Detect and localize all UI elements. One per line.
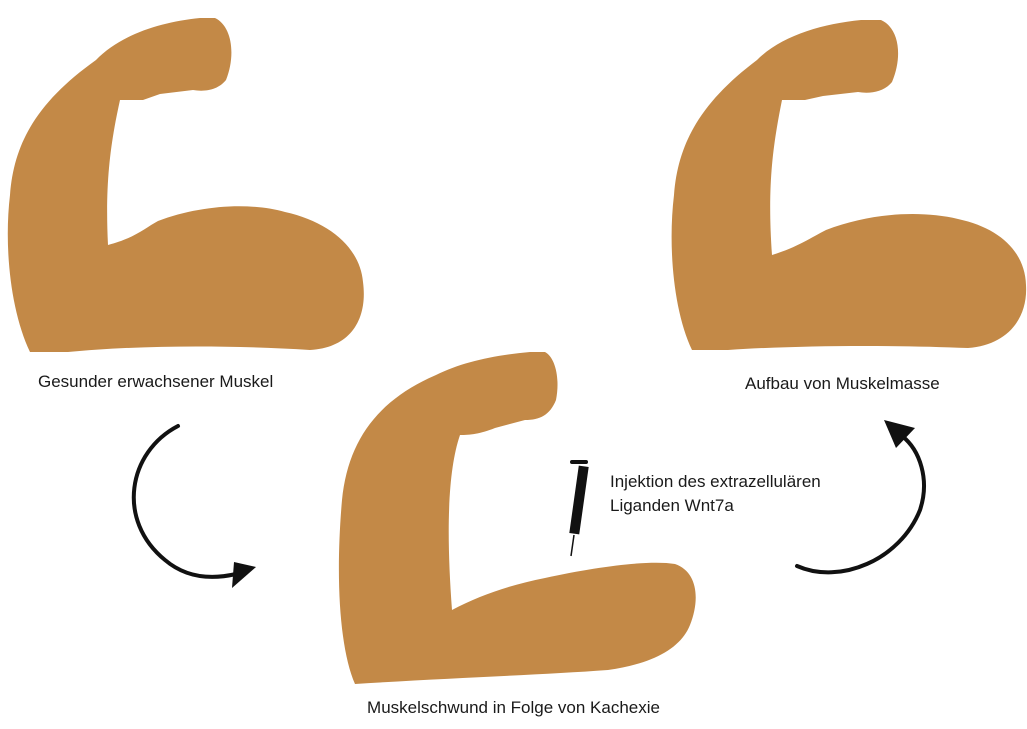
arrowhead-icon bbox=[232, 562, 256, 588]
cachexia-arm-icon bbox=[339, 352, 696, 684]
cachexia-label: Muskelschwund in Folge von Kachexie bbox=[0, 697, 1027, 719]
syringe-icon bbox=[569, 462, 588, 556]
curved-arrow-icon bbox=[134, 426, 236, 577]
injection-label-line2: Liganden Wnt7a bbox=[610, 495, 734, 517]
healthy-arm-icon bbox=[8, 18, 364, 352]
building-arm-icon bbox=[672, 20, 1027, 350]
muscle-building-label: Aufbau von Muskelmasse bbox=[745, 373, 940, 395]
injection-label-line1: Injektion des extrazellulären bbox=[610, 471, 821, 493]
curved-arrow-icon bbox=[797, 436, 924, 572]
healthy-muscle-label: Gesunder erwachsener Muskel bbox=[38, 371, 273, 393]
